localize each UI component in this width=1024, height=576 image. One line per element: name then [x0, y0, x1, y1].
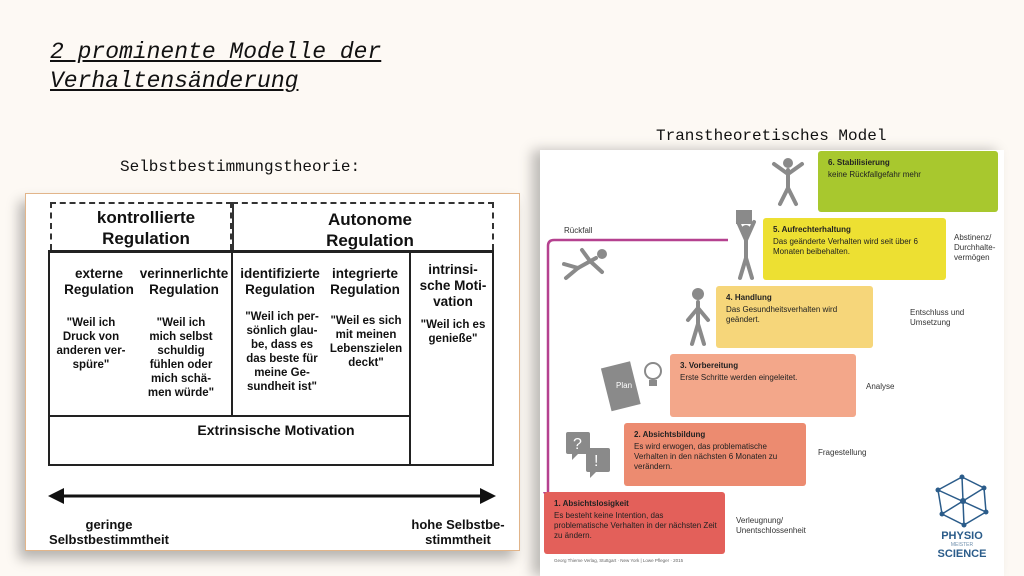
stage-5-side-label: Abstinenz/ Durchhalte-vermögen [954, 233, 996, 262]
column-title-intrinsic: intrinsi-sche Moti-vation [419, 262, 487, 309]
jumping-person-icon [772, 158, 804, 206]
falling-person-icon [562, 248, 607, 280]
stage-text: Das geänderte Verhalten wird seit über 6… [773, 237, 918, 256]
logo-text-physio: PHYSIO [941, 530, 983, 542]
autonomous-regulation-label: Autonome Regulation [326, 210, 414, 250]
stage-2-side-label: Fragestellung [818, 448, 867, 457]
stage-title: 2. Absichtsbildung [634, 430, 706, 439]
stage-6-stabilization: 6. Stabilisierung keine Rückfallgefahr m… [818, 151, 998, 212]
stage-text: keine Rückfallgefahr mehr [828, 170, 921, 179]
person-holding-box-icon [736, 210, 756, 280]
plan-label: Plan [616, 381, 632, 390]
column-quote-integrated: "Weil es sich mit meinen Lebenszielen de… [329, 315, 403, 369]
autonomous-header-box [232, 202, 494, 250]
logo-text-small: MEISTER [950, 542, 974, 548]
stage-text: Erste Schritte werden eingeleitet. [680, 373, 798, 382]
column-title-external: externe Regulation [64, 266, 134, 297]
column-title-identified: identifizierte Regulation [240, 266, 320, 297]
stage-4-action: 4. Handlung Das Gesundheitsverhalten wir… [716, 286, 873, 348]
grid-line [48, 415, 411, 417]
stage-text: Das Gesundheitsverhalten wird geändert. [726, 305, 838, 324]
column-quote-intrinsic: "Weil ich es genieße" [420, 319, 486, 345]
stage-title: 4. Handlung [726, 293, 772, 302]
stage-2-contemplation: 2. Absichtsbildung Es wird erwogen, das … [624, 423, 806, 486]
slide-title: 2 prominente Modelle der Verhaltensänder… [50, 39, 382, 94]
extrinsic-motivation-label: Extrinsische Motivation [197, 422, 355, 438]
grid-line [48, 250, 494, 253]
grid-line [48, 464, 494, 466]
stage-title: 6. Stabilisierung [828, 158, 890, 167]
axis-low-label: geringe Selbstbestimmtheit [49, 517, 169, 547]
controlled-header-box [50, 202, 232, 250]
stage-text: Es wird erwogen, das problematische Verh… [634, 442, 778, 471]
stage-1-side-label: Verleugnung/ Unentschlossenheit [736, 516, 806, 535]
ttm-heading: Transtheoretisches Model [656, 127, 887, 145]
publisher-credit: Georg Thieme Verlag, Stuttgart · New Yor… [554, 558, 684, 563]
stage-text: Es besteht keine Intention, das problema… [554, 511, 717, 540]
column-quote-identified: "Weil ich per-sönlich glau-be, dass es d… [245, 311, 319, 393]
column-quote-external: "Weil ich Druck von anderen ver-spüre" [56, 317, 126, 371]
sdt-diagram: kontrollierte Regulation Autonome Regula… [25, 193, 520, 551]
person-standing-icon [686, 288, 710, 346]
ttm-diagram: Rückfall 6. Stabilisierung keine Rückfal… [540, 150, 1004, 576]
controlled-regulation-label: kontrollierte Regulation [96, 208, 196, 248]
lightbulb-icon [644, 362, 662, 386]
stage-title: 1. Absichtslosigkeit [554, 499, 629, 508]
relapse-label: Rückfall [564, 226, 593, 235]
stage-5-maintenance: 5. Aufrechterhaltung Das geänderte Verha… [763, 218, 946, 280]
sdt-heading: Selbstbestimmungstheorie: [120, 158, 361, 176]
svg-text:?: ? [573, 436, 582, 453]
stage-4-side-label: Entschluss und Umsetzung [910, 308, 965, 327]
axis-high-label: hohe Selbstbe-stimmtheit [411, 517, 505, 547]
grid-line [48, 250, 50, 466]
question-exclamation-icon: ? ! [566, 432, 610, 478]
column-title-introjected: verinnerlichte Regulation [139, 266, 229, 297]
stage-title: 5. Aufrechterhaltung [773, 225, 851, 234]
svg-text:!: ! [594, 453, 598, 470]
grid-line [492, 250, 494, 466]
logo-text-science: SCIENCE [937, 548, 987, 560]
column-title-integrated: integrierte Regulation [330, 266, 400, 297]
grid-line [231, 250, 233, 416]
column-quote-introjected: "Weil ich mich selbst schuldig fühlen od… [147, 317, 215, 399]
stage-1-precontemplation: 1. Absichtslosigkeit Es besteht keine In… [544, 492, 725, 554]
plan-document-icon: Plan [600, 361, 641, 412]
stage-3-preparation: 3. Vorbereitung Erste Schritte werden ei… [670, 354, 856, 417]
physio-science-logo-icon [935, 474, 989, 528]
grid-line [409, 250, 411, 466]
stage-title: 3. Vorbereitung [680, 361, 739, 370]
self-determination-axis-arrow [48, 488, 496, 504]
stage-3-side-label: Analyse [866, 382, 895, 391]
